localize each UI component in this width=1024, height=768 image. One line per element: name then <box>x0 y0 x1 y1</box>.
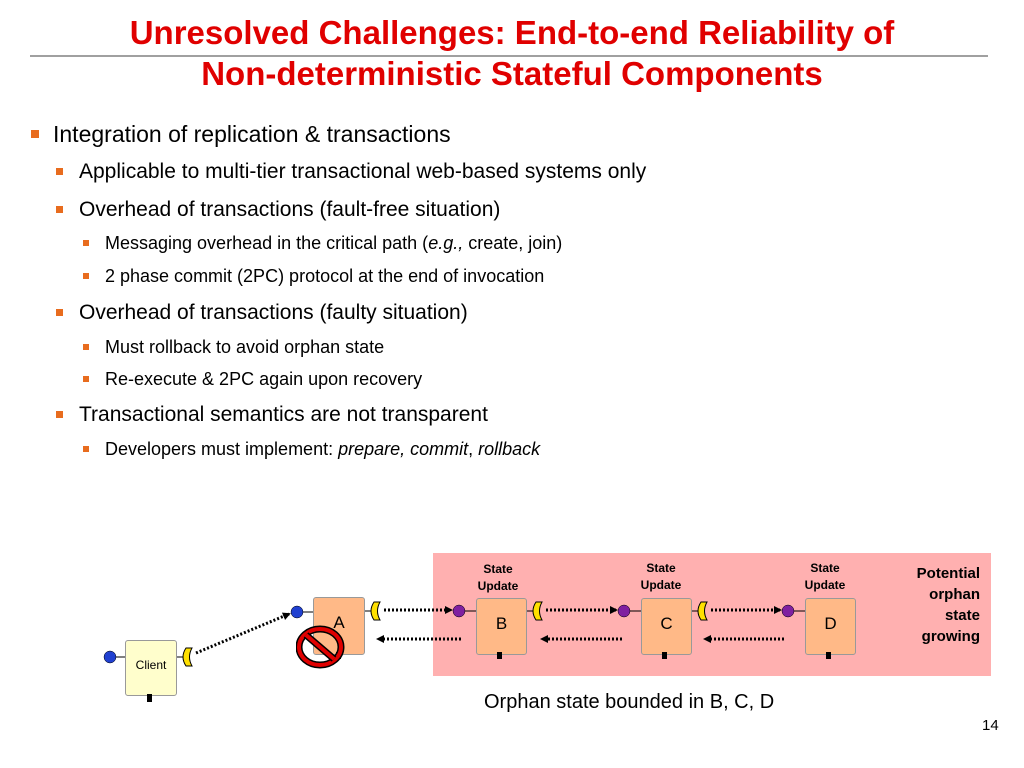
bullet-re-execute: Re-execute & 2PC again upon recovery <box>83 369 422 390</box>
receptacle-icon-c <box>691 601 708 621</box>
potential-orphan-label: Potential orphan state growing <box>916 565 980 645</box>
title-line-1: Unresolved Challenges: End-to-end Reliab… <box>129 14 895 51</box>
facet-icon-c <box>617 604 641 618</box>
stop-sign-icon <box>296 625 345 669</box>
bullet-overhead-fault-free: Overhead of transactions (fault-free sit… <box>56 198 500 222</box>
bullet-applicable: Applicable to multi-tier transactional w… <box>56 160 646 184</box>
facet-icon-d <box>781 604 805 618</box>
arrow-client-to-a <box>195 612 291 655</box>
diagram-caption: Orphan state bounded in B, C, D <box>484 691 775 713</box>
title-divider <box>30 55 988 57</box>
facet-icon-b <box>452 604 476 618</box>
bullet-transactional-semantics: Transactional semantics are not transpar… <box>56 403 488 427</box>
page-number: 14 <box>982 717 999 734</box>
bullet-marker-icon <box>56 309 63 316</box>
port-icon-b <box>497 652 502 659</box>
page-title: Unresolved Challenges: End-to-end Reliab… <box>20 12 1004 94</box>
bullet-marker-icon <box>56 206 63 213</box>
port-icon-d <box>826 652 831 659</box>
bullet-overhead-faulty: Overhead of transactions (faulty situati… <box>56 301 468 325</box>
bullet-rollback: Must rollback to avoid orphan state <box>83 337 384 358</box>
bullet-2pc: 2 phase commit (2PC) protocol at the end… <box>83 266 544 287</box>
bullet-marker-icon <box>83 376 89 382</box>
facet-icon-a <box>290 605 313 619</box>
bullet-marker-icon <box>83 273 89 279</box>
bullet-integration: Integration of replication & transaction… <box>31 121 451 148</box>
receptacle-icon-client <box>176 647 193 667</box>
port-icon-client <box>147 694 152 702</box>
port-icon-c <box>662 652 667 659</box>
facet-icon-client <box>103 650 125 664</box>
bullet-marker-icon <box>31 130 39 138</box>
bullet-marker-icon <box>83 240 89 246</box>
bullet-messaging-overhead: Messaging overhead in the critical path … <box>83 233 562 254</box>
title-line-2: Non-deterministic Stateful Components <box>201 55 823 92</box>
node-d: D <box>805 598 856 655</box>
bullet-marker-icon <box>83 446 89 452</box>
bullet-marker-icon <box>56 411 63 418</box>
bullet-marker-icon <box>83 344 89 350</box>
receptacle-icon-b <box>526 601 543 621</box>
receptacle-icon-a <box>364 601 381 621</box>
bullet-list: Integration of replication & transaction… <box>31 121 646 460</box>
node-b: B <box>476 598 527 655</box>
bullet-developers: Developers must implement: prepare, comm… <box>83 439 540 460</box>
bullet-marker-icon <box>56 168 63 175</box>
node-c: C <box>641 598 692 655</box>
node-client: Client <box>125 640 177 696</box>
